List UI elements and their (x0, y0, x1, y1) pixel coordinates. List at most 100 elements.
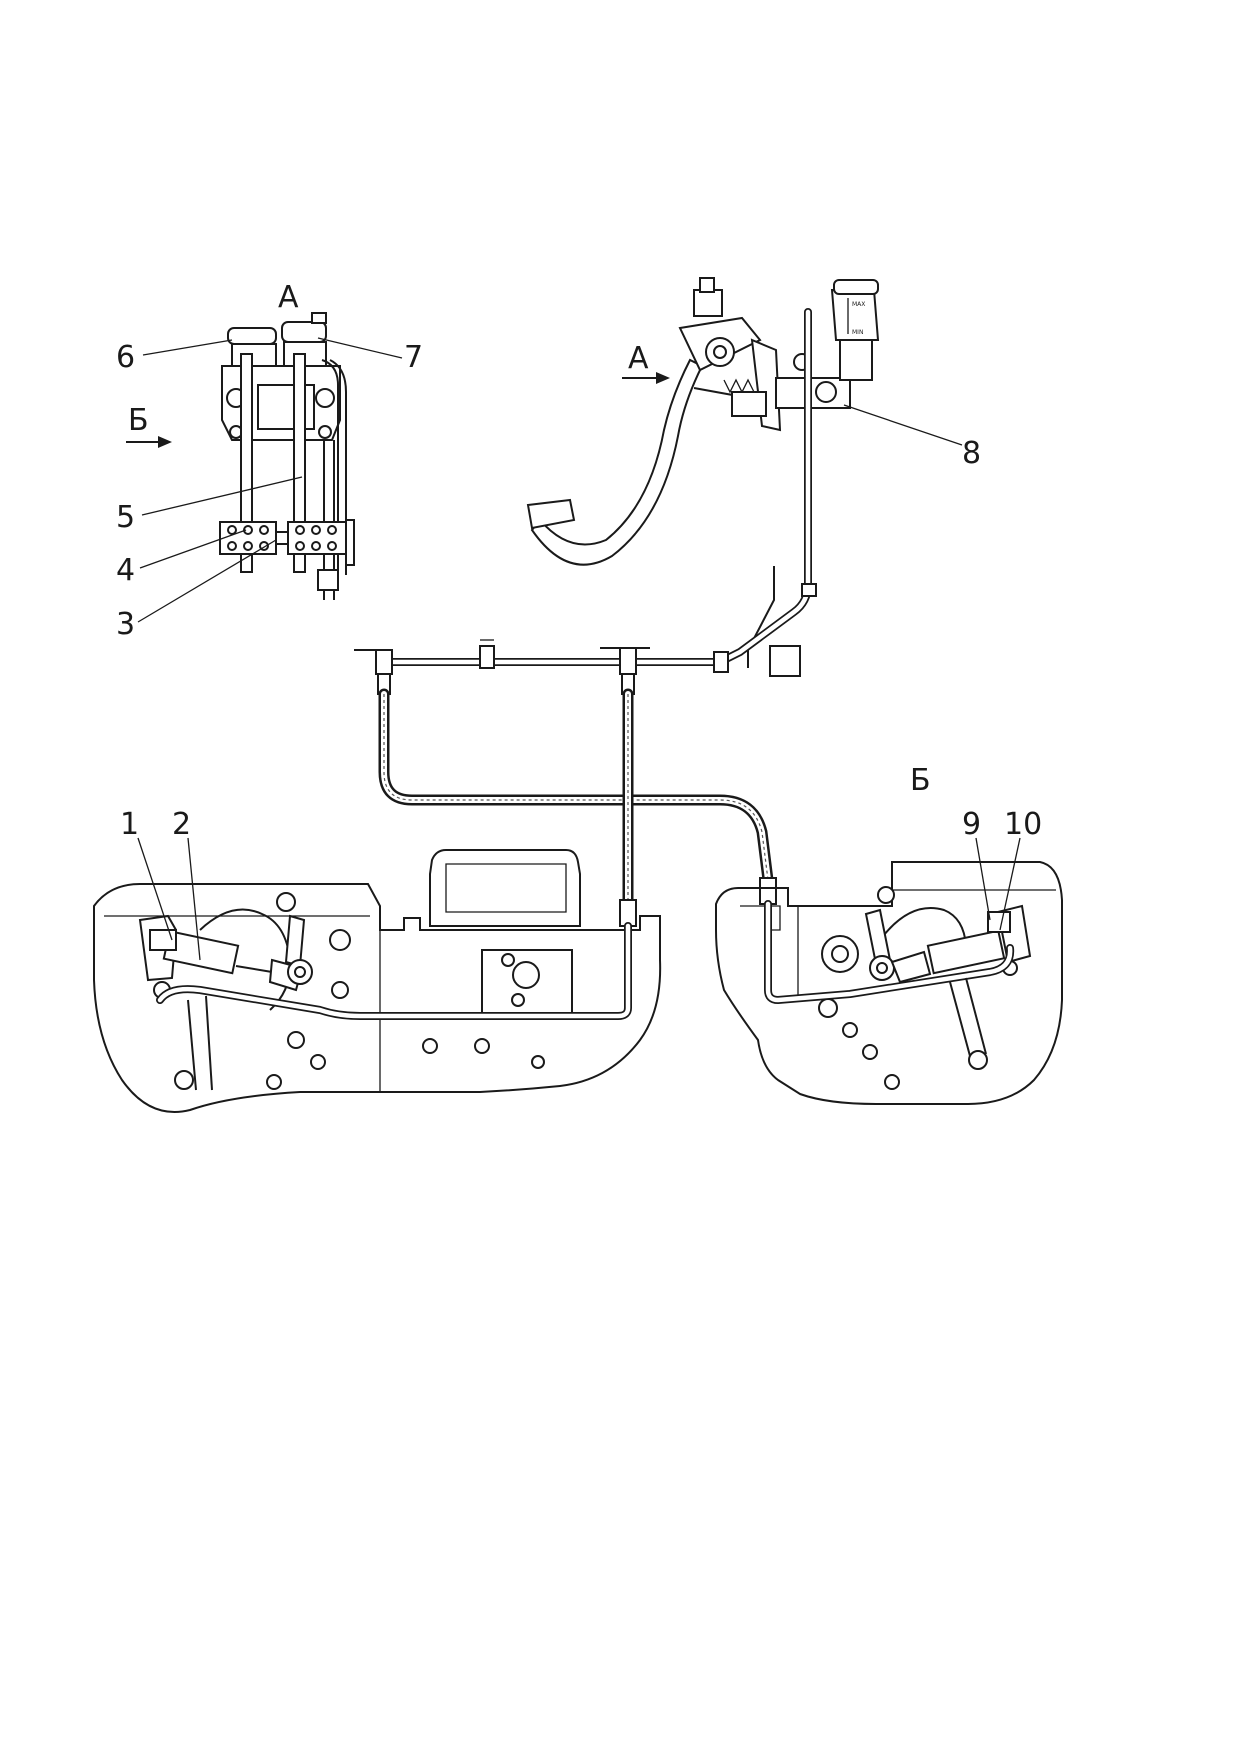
housing-bolt (329, 929, 351, 951)
floor-panel-edge (747, 566, 775, 668)
pipe-clip (346, 519, 355, 566)
view-b-arrowhead (158, 436, 172, 448)
lever-pivot-pin (876, 962, 888, 974)
slave-supply-pipe-core (765, 901, 1013, 1003)
leader-9 (975, 837, 991, 921)
leader-3 (137, 539, 277, 623)
pedal-pad-bolts (227, 525, 337, 551)
leader-6 (142, 339, 233, 356)
brake-arm (205, 995, 213, 1091)
pipe-clamp (479, 645, 495, 669)
slave-pushrod (235, 965, 273, 973)
pipe-union (713, 651, 729, 673)
view-a-detail: А (116, 280, 423, 642)
leader-10 (999, 837, 1021, 931)
master-cylinder-left (231, 343, 277, 367)
housing-outline (715, 861, 1063, 1105)
housing-cover-inner (445, 863, 567, 913)
callout-7: 7 (404, 340, 423, 375)
housing-bolt (474, 1038, 490, 1054)
pipe-outline (321, 359, 339, 575)
hose-braid (383, 694, 769, 881)
callout-9: 9 (962, 807, 981, 842)
pedal-latch (275, 531, 289, 545)
pedal-top-fitting (693, 289, 723, 317)
tee-fitting-middle (619, 647, 637, 675)
lever-pivot-pin (294, 966, 306, 978)
flexible-hoses (378, 688, 777, 927)
reservoir-cap (833, 279, 879, 295)
pipe-clip (801, 583, 817, 597)
callout-3: 3 (116, 607, 135, 642)
leader-2 (187, 837, 201, 961)
master-cylinder (775, 377, 851, 409)
leader-8 (843, 404, 963, 446)
housing-boss-bore (831, 945, 849, 963)
callout-2: 2 (172, 807, 191, 842)
housing-bolt (862, 1044, 878, 1060)
tee-fitting-left (375, 649, 393, 675)
reservoir-min-mark: MIN (852, 329, 863, 336)
left-brake-housing: 1 2 (93, 807, 662, 1113)
pedal-pivot-pin (713, 345, 727, 359)
housing-outline (93, 883, 662, 1113)
view-a-arrowhead (656, 372, 670, 384)
view-a-title: А (278, 280, 299, 315)
housing-bolt (174, 1070, 194, 1090)
housing-bolt (818, 998, 838, 1018)
pedal-assembly: А MAX MIN 8 (526, 277, 981, 677)
housing-bolt (501, 953, 515, 967)
callout-6: 6 (116, 340, 135, 375)
housing-step (740, 905, 781, 931)
brake-pipes (354, 308, 817, 695)
housing-bolt (266, 1074, 282, 1090)
reservoir-neck (839, 339, 873, 381)
housing-cover (429, 849, 581, 927)
callout-4: 4 (116, 553, 135, 588)
housing-bolt (531, 1055, 545, 1069)
bracket-bolt (315, 388, 335, 408)
clutch-pedal-pad (526, 498, 576, 530)
housing-bolt (968, 1050, 988, 1070)
brake-arm (949, 981, 971, 1057)
housing-bolt (331, 981, 349, 999)
lever-clevis (890, 950, 932, 984)
brake-boss-outline (879, 907, 967, 947)
view-b-arrow-label: Б (128, 403, 149, 438)
clutch-pedal-arm (530, 358, 704, 566)
callout-1: 1 (120, 807, 139, 842)
callout-5: 5 (116, 500, 135, 535)
pedal-spring (723, 378, 755, 394)
view-b-title: Б (910, 763, 931, 798)
brake-arm (187, 999, 197, 1091)
slave-cylinder (926, 929, 1006, 975)
master-cylinder-cap-left (227, 327, 277, 345)
leader-7 (317, 337, 403, 359)
housing-boss (512, 961, 540, 989)
view-a-arrow-label: А (628, 341, 649, 376)
pipe-outline (329, 359, 347, 575)
callout-8: 8 (962, 436, 981, 471)
housing-bolt (877, 886, 895, 904)
housing-bolt (511, 993, 525, 1007)
pipe-clamp (317, 569, 339, 591)
reservoir-max-mark: MAX (852, 301, 865, 308)
brake-lever (284, 914, 306, 968)
leader-4 (139, 529, 247, 569)
pushrod-boot (731, 391, 767, 417)
leader-1 (137, 837, 173, 941)
pedal-rod-right (293, 353, 306, 573)
slave-supply-pipe-core (157, 923, 631, 1019)
callout-10: 10 (1004, 807, 1042, 842)
leader-5 (141, 476, 303, 516)
housing-bolt (842, 1022, 858, 1038)
housing-bolt (310, 1054, 326, 1070)
slave-cylinder-fitting (149, 929, 177, 951)
brake-arm (965, 977, 987, 1055)
master-cylinder-port (815, 381, 837, 403)
pedal-rod-left (240, 353, 253, 573)
housing-bolt (287, 1031, 305, 1049)
housing-bolt (884, 1074, 900, 1090)
